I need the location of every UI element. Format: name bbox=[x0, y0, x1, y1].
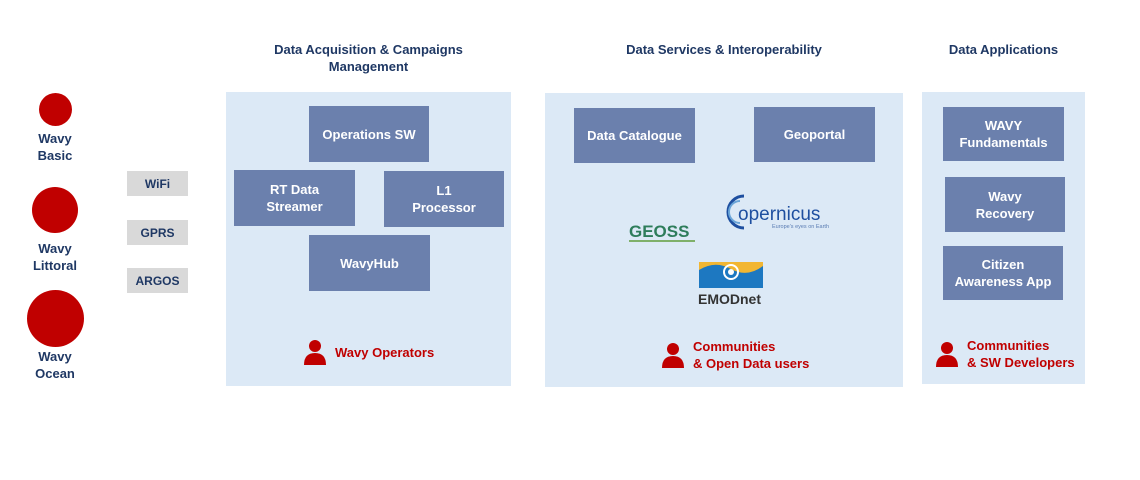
sw-developers-label: Communities & SW Developers bbox=[967, 338, 1075, 370]
wavy-ocean-dot bbox=[27, 290, 84, 347]
copernicus-tagline: Europe's eyes on Earth bbox=[772, 224, 829, 230]
emodnet-logo-text: EMODnet bbox=[698, 291, 761, 307]
comm-gprs: GPRS bbox=[127, 220, 188, 245]
user-icon bbox=[662, 343, 684, 368]
citizen-awareness-app-box: Citizen Awareness App bbox=[943, 246, 1063, 300]
comm-wifi: WiFi bbox=[127, 171, 188, 196]
services-panel: Data Catalogue Geoportal GEOSS opernicus… bbox=[545, 93, 903, 387]
geoss-logo: GEOSS bbox=[627, 220, 699, 246]
operations-sw-box: Operations SW bbox=[309, 106, 429, 162]
copernicus-logo: opernicus Europe's eyes on Earth bbox=[722, 190, 834, 234]
wavy-operators-group: Wavy Operators bbox=[303, 339, 434, 365]
open-data-users-label: Communities & Open Data users bbox=[693, 339, 810, 371]
services-title: Data Services & Interoperability bbox=[626, 42, 822, 57]
geoss-logo-text: GEOSS bbox=[629, 222, 689, 241]
emodnet-logo: EMODnet bbox=[697, 257, 769, 309]
applications-title: Data Applications bbox=[948, 42, 1059, 57]
geoportal-box: Geoportal bbox=[754, 107, 875, 162]
wavyhub-box: WavyHub bbox=[309, 235, 430, 291]
comm-argos: ARGOS bbox=[127, 268, 188, 293]
user-icon bbox=[304, 340, 326, 365]
rt-data-streamer-box: RT Data Streamer bbox=[234, 170, 355, 226]
wavy-ocean-label: Wavy Ocean bbox=[35, 349, 75, 381]
applications-panel: WAVY Fundamentals Wavy Recovery Citizen … bbox=[922, 92, 1085, 384]
sw-developers-group: Communities & SW Developers bbox=[935, 337, 1075, 371]
copernicus-logo-mark: opernicus Europe's eyes on Earth bbox=[726, 194, 829, 230]
wavy-littoral-label: Wavy Littoral bbox=[32, 241, 78, 273]
wavy-basic-label: Wavy Basic bbox=[37, 131, 73, 163]
wavy-basic-dot bbox=[39, 93, 72, 126]
wavy-recovery-box: Wavy Recovery bbox=[945, 177, 1065, 232]
wavy-operators-label: Wavy Operators bbox=[335, 344, 435, 360]
acquisition-panel: Operations SW RT Data Streamer L1 Proces… bbox=[226, 92, 511, 386]
data-catalogue-box: Data Catalogue bbox=[574, 108, 695, 163]
wavy-fundamentals-box: WAVY Fundamentals bbox=[943, 107, 1064, 161]
geoss-logo-mark: GEOSS bbox=[629, 222, 695, 242]
copernicus-logo-text: opernicus bbox=[738, 204, 820, 225]
emodnet-logo-mark: EMODnet bbox=[698, 262, 763, 307]
l1-processor-box: L1 Processor bbox=[384, 171, 504, 227]
open-data-users-group: Communities & Open Data users bbox=[661, 338, 809, 372]
wavy-littoral-dot bbox=[32, 187, 78, 233]
user-icon bbox=[936, 342, 958, 367]
acquisition-title: Data Acquisition & Campaigns Management bbox=[274, 42, 463, 74]
